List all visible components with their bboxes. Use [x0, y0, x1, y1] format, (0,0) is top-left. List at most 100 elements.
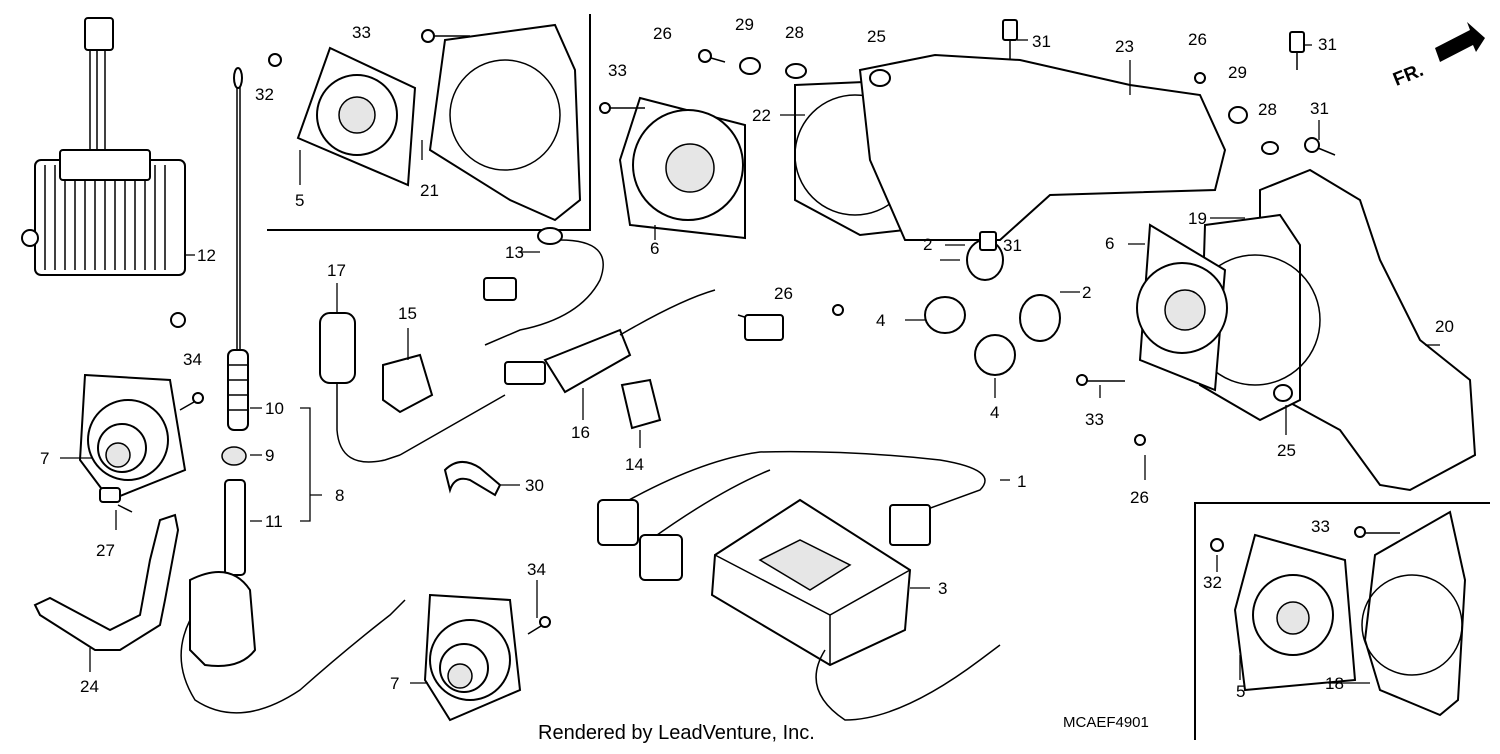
clip-14[interactable]	[620, 378, 662, 430]
callout-29-right: 29	[1228, 63, 1247, 82]
callout-34-lower: 34	[527, 560, 546, 579]
diagram-code: MCAEF4901	[1063, 714, 1149, 731]
screw-33-rear[interactable]	[1076, 374, 1125, 386]
callout-1: 1	[1017, 472, 1026, 491]
screw-26-mid[interactable]	[832, 304, 844, 316]
callout-5-top: 5	[295, 191, 304, 210]
switch-15[interactable]	[382, 353, 434, 414]
speaker-6-rear[interactable]	[1136, 223, 1228, 392]
screw-32-bottom-inset[interactable]	[1210, 538, 1224, 552]
speaker-5-bottom-inset[interactable]	[1233, 533, 1357, 692]
connector-cable-16[interactable]	[504, 289, 784, 394]
callout-33-bottom: 33	[1311, 517, 1330, 536]
callout-numbers: 1 2 2 3 4 4 5 5 6 6 7 7 8 9 10 11 12 13 …	[40, 15, 1454, 701]
bolt-31-right[interactable]	[1304, 137, 1336, 156]
bolt-31-top[interactable]	[1002, 19, 1018, 60]
speaker-6-front[interactable]	[618, 96, 746, 240]
callout-31-mid: 31	[1003, 236, 1022, 255]
callout-2-left: 2	[923, 235, 932, 254]
bolt-31-right-top[interactable]	[1289, 31, 1305, 70]
speaker-5-top[interactable]	[296, 46, 417, 187]
screw-34-upper[interactable]	[179, 392, 204, 411]
callout-30: 30	[525, 476, 544, 495]
callout-7-bottom: 7	[390, 674, 399, 693]
callout-7-left: 7	[40, 449, 49, 468]
callout-31-top: 31	[1032, 32, 1051, 51]
callout-32-bottom: 32	[1203, 573, 1222, 592]
bolt-31-mid[interactable]	[979, 231, 997, 251]
connector-cable-13[interactable]	[483, 227, 604, 346]
wire-harness-1[interactable]	[597, 450, 986, 581]
callout-9: 9	[265, 446, 274, 465]
bolt-27[interactable]	[99, 487, 133, 513]
washer-28-right[interactable]	[1261, 141, 1279, 155]
callout-14: 14	[625, 455, 644, 474]
callout-3: 3	[938, 579, 947, 598]
callout-28-right: 28	[1258, 100, 1277, 119]
callout-22: 22	[752, 106, 771, 125]
callout-34-upper: 34	[183, 350, 202, 369]
callout-20: 20	[1435, 317, 1454, 336]
callout-26-top: 26	[653, 24, 672, 43]
inset-frame-top	[267, 14, 591, 231]
callout-2-right: 2	[1082, 283, 1091, 302]
washer-28-top[interactable]	[785, 63, 807, 79]
connector-4-upper[interactable]	[924, 296, 966, 334]
callout-5-bottom: 5	[1236, 682, 1245, 701]
callout-28-top: 28	[785, 23, 804, 42]
callout-6-front: 6	[650, 239, 659, 258]
callout-33-top: 33	[352, 23, 371, 42]
speaker-bracket-18[interactable]	[1361, 510, 1467, 717]
screw-34-lower[interactable]	[527, 616, 551, 635]
leader-lines	[60, 39, 1440, 684]
speaker-enclosure-23[interactable]	[858, 53, 1227, 241]
callout-25-right: 25	[1277, 441, 1296, 460]
callout-8: 8	[335, 486, 344, 505]
callout-19: 19	[1188, 209, 1207, 228]
callout-18: 18	[1325, 674, 1344, 693]
callout-4-lower: 4	[990, 403, 999, 422]
callout-32-top: 32	[255, 85, 274, 104]
connector-cable-17[interactable]	[319, 312, 506, 463]
screw-26-lower-right[interactable]	[1134, 434, 1146, 446]
grommet-2-right[interactable]	[1019, 294, 1061, 342]
callout-27: 27	[96, 541, 115, 560]
callout-33-rear: 33	[1085, 410, 1104, 429]
door-speaker-bottom[interactable]	[423, 593, 522, 722]
callout-26-upper-right: 26	[1188, 30, 1207, 49]
screw-33-front[interactable]	[599, 102, 645, 114]
antenna-bracket[interactable]	[33, 513, 180, 651]
screw-32-top-inset[interactable]	[268, 53, 282, 67]
amplifier-unit[interactable]	[21, 17, 186, 328]
connector-4-lower[interactable]	[974, 334, 1016, 376]
screw-33-top-inset[interactable]	[421, 29, 470, 43]
callout-25-top: 25	[867, 27, 886, 46]
control-unit-3[interactable]	[710, 498, 912, 667]
nut-25-right[interactable]	[1273, 384, 1293, 402]
antenna-assembly[interactable]	[180, 67, 406, 714]
front-direction-indicator: FR.	[1390, 22, 1485, 91]
callout-4-upper: 4	[876, 311, 885, 330]
nut-29-right[interactable]	[1228, 106, 1248, 124]
screw-33-bottom-inset[interactable]	[1354, 526, 1400, 538]
front-direction-label: FR.	[1390, 60, 1426, 91]
callout-24: 24	[80, 677, 99, 696]
callout-15: 15	[398, 304, 417, 323]
callout-6-rear: 6	[1105, 234, 1114, 253]
antenna-lead-cable	[815, 644, 1001, 721]
nut-25-top[interactable]	[869, 69, 891, 87]
nut-29-top[interactable]	[739, 57, 761, 75]
callout-26-lower-right: 26	[1130, 488, 1149, 507]
door-speaker-left[interactable]	[78, 373, 187, 502]
callout-12: 12	[197, 246, 216, 265]
speaker-bracket-21[interactable]	[428, 23, 582, 222]
callout-10: 10	[265, 399, 284, 418]
credit-text: Rendered by LeadVenture, Inc.	[538, 722, 815, 744]
cable-tie-30[interactable]	[443, 461, 502, 497]
callout-21: 21	[420, 181, 439, 200]
screw-26-upper-right[interactable]	[1194, 72, 1206, 84]
screw-26-top[interactable]	[698, 49, 726, 63]
inset-frame-bottom	[1194, 502, 1490, 740]
